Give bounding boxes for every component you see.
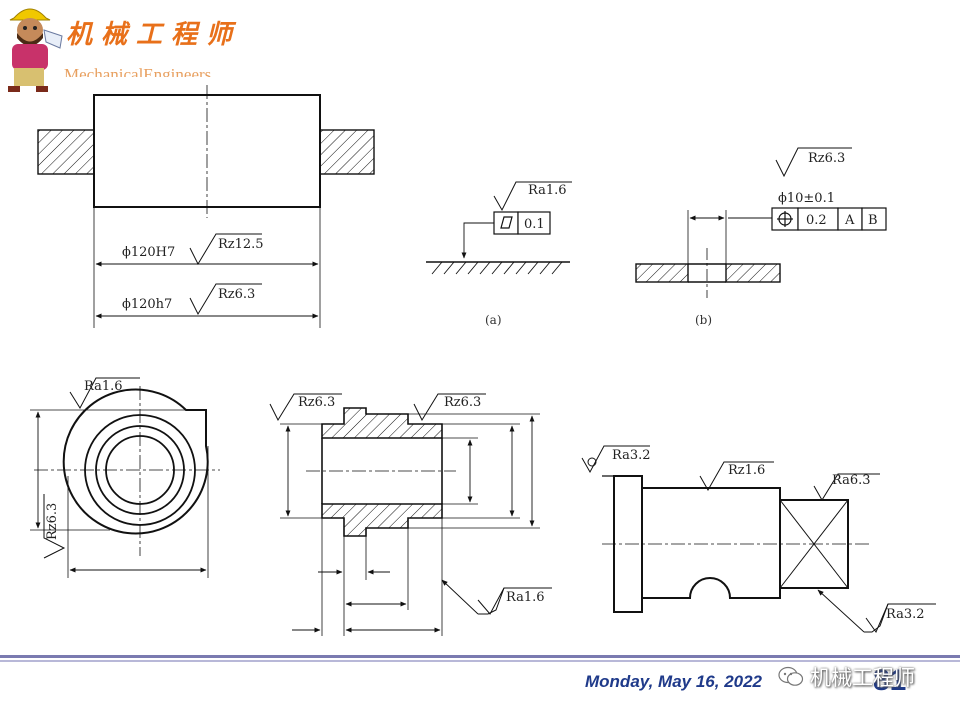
bushing-left-roughness: Rz6.3 [298,395,335,410]
fig-b-tolerance: 0.2 [806,213,827,228]
fig-a-caption: (a) [485,313,502,327]
footer-date: Monday, May 16, 2022 [585,672,763,691]
fig-b-dimension: ϕ10±0.1 [778,191,835,206]
fig-a-roughness: Ra1.6 [528,183,567,198]
figure-b: Rz6.3 ϕ10±0.1 0.2 A B (b) [635,147,887,327]
shaft-left-roughness: Ra3.2 [612,448,651,463]
fig-b-roughness: Rz6.3 [808,151,845,166]
ring-figure: Ra1.6 Rz6.3 [30,377,220,578]
hole-roughness: Rz12.5 [218,237,264,252]
shaft-right-roughness: Ra6.3 [832,473,871,488]
page-number: 81 [873,664,907,697]
shaft-bottom-roughness: Ra3.2 [886,607,925,622]
fig-b-datum-b: B [868,213,878,228]
figure-a: Ra1.6 0.1 (a) [426,181,572,327]
shaft-dimension: ϕ120h7 [122,297,172,312]
brand-title: 机械工程师 [66,20,242,50]
shaft-hole-figure: ϕ120H7 Rz12.5 ϕ120h7 Rz6.3 [37,85,375,328]
position-icon [777,211,793,227]
fig-b-caption: (b) [695,313,712,327]
fig-b-datum-a: A [844,213,855,228]
ring-roughness: Ra1.6 [84,379,123,394]
shaft-roughness: Rz6.3 [218,287,255,302]
bushing-right-roughness: Rz6.3 [444,395,481,410]
footer-divider [0,655,960,663]
engineer-mascot-icon [8,8,63,92]
header: 机械工程师 MechanicalEngineers [0,0,300,95]
ring-side-roughness: Rz6.3 [45,503,60,540]
flatness-icon [500,216,513,229]
fig-a-tolerance: 0.1 [524,217,545,232]
brand-subtitle: MechanicalEngineers [64,65,212,77]
wechat-icon [778,666,804,686]
technical-drawing: ϕ120H7 Rz12.5 ϕ120h7 Rz6.3 Ra1.6 0.1 (a) [30,85,936,636]
watermark-text: 机械工程师 [810,666,915,690]
shaft-middle-roughness: Rz1.6 [728,463,765,478]
bushing-figure: Rz6.3 Rz6.3 Ra1.6 [269,393,552,636]
watermark: 机械工程师 [778,662,915,692]
bushing-bore-roughness: Ra1.6 [506,590,545,605]
shaft-figure: Ra3.2 Rz1.6 Ra6.3 Ra3.2 [581,445,936,634]
hole-dimension: ϕ120H7 [122,245,175,260]
